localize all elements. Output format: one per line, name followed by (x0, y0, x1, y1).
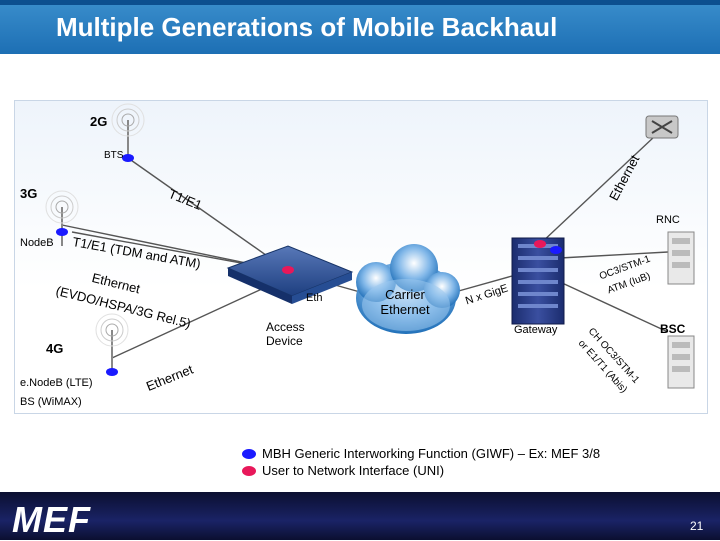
label-access-device: Access Device (266, 320, 305, 348)
giwf-marker-bts (122, 154, 134, 162)
label-eth: Eth (306, 292, 323, 304)
slide-header (0, 0, 720, 54)
core-switch-icon (645, 115, 679, 139)
giwf-marker-enodeb (106, 368, 118, 376)
label-gateway: Gateway (514, 324, 558, 336)
link-bts-access (127, 157, 291, 273)
label-carrier-ethernet: Carrier Ethernet (380, 287, 430, 317)
bts-tower-icon (111, 103, 145, 156)
label-4g: 4G (46, 341, 64, 356)
slide-title: Multiple Generations of Mobile Backhaul (56, 12, 558, 42)
mef-logo: MEF (12, 499, 91, 540)
label-enodeb: e.NodeB (LTE) (20, 377, 93, 389)
rnc-rack-icon (667, 231, 695, 285)
giwf-markers (56, 154, 562, 376)
diagram-panel (14, 100, 708, 414)
nodeb-tower-icon (45, 190, 79, 246)
slide-footer (0, 492, 720, 540)
link-gateway-bsc (559, 281, 669, 333)
label-bts: BTS (104, 150, 124, 161)
legend-giwf-label: MBH Generic Interworking Function (GIWF)… (262, 446, 601, 461)
header-accent-bar (0, 0, 720, 5)
legend-uni-label: User to Network Interface (UNI) (262, 463, 445, 478)
label-2g: 2G (90, 114, 108, 129)
enodeb-tower-icon (95, 313, 129, 372)
giwf-marker-nodeb (56, 228, 68, 236)
bsc-rack-icon (667, 335, 695, 389)
page-number: 21 (690, 519, 704, 533)
link-gateway-rnc (559, 251, 669, 259)
uni-markers (282, 240, 546, 274)
legend-giwf-swatch (242, 449, 256, 459)
link-cloud-gateway (454, 275, 513, 293)
giwf-marker-gateway (550, 246, 562, 254)
label-bsc: BSC (660, 322, 686, 336)
label-nodeb: NodeB (20, 237, 54, 249)
uni-marker-gateway (534, 240, 546, 248)
carrier-ethernet-cloud-icon (356, 244, 460, 334)
label-3g: 3G (20, 186, 38, 201)
label-bs-wimax: BS (WiMAX) (20, 396, 82, 408)
label-rnc: RNC (656, 214, 680, 226)
link-gateway-switch (539, 135, 656, 245)
uni-marker-access (282, 266, 294, 274)
legend-uni-swatch (242, 466, 256, 476)
